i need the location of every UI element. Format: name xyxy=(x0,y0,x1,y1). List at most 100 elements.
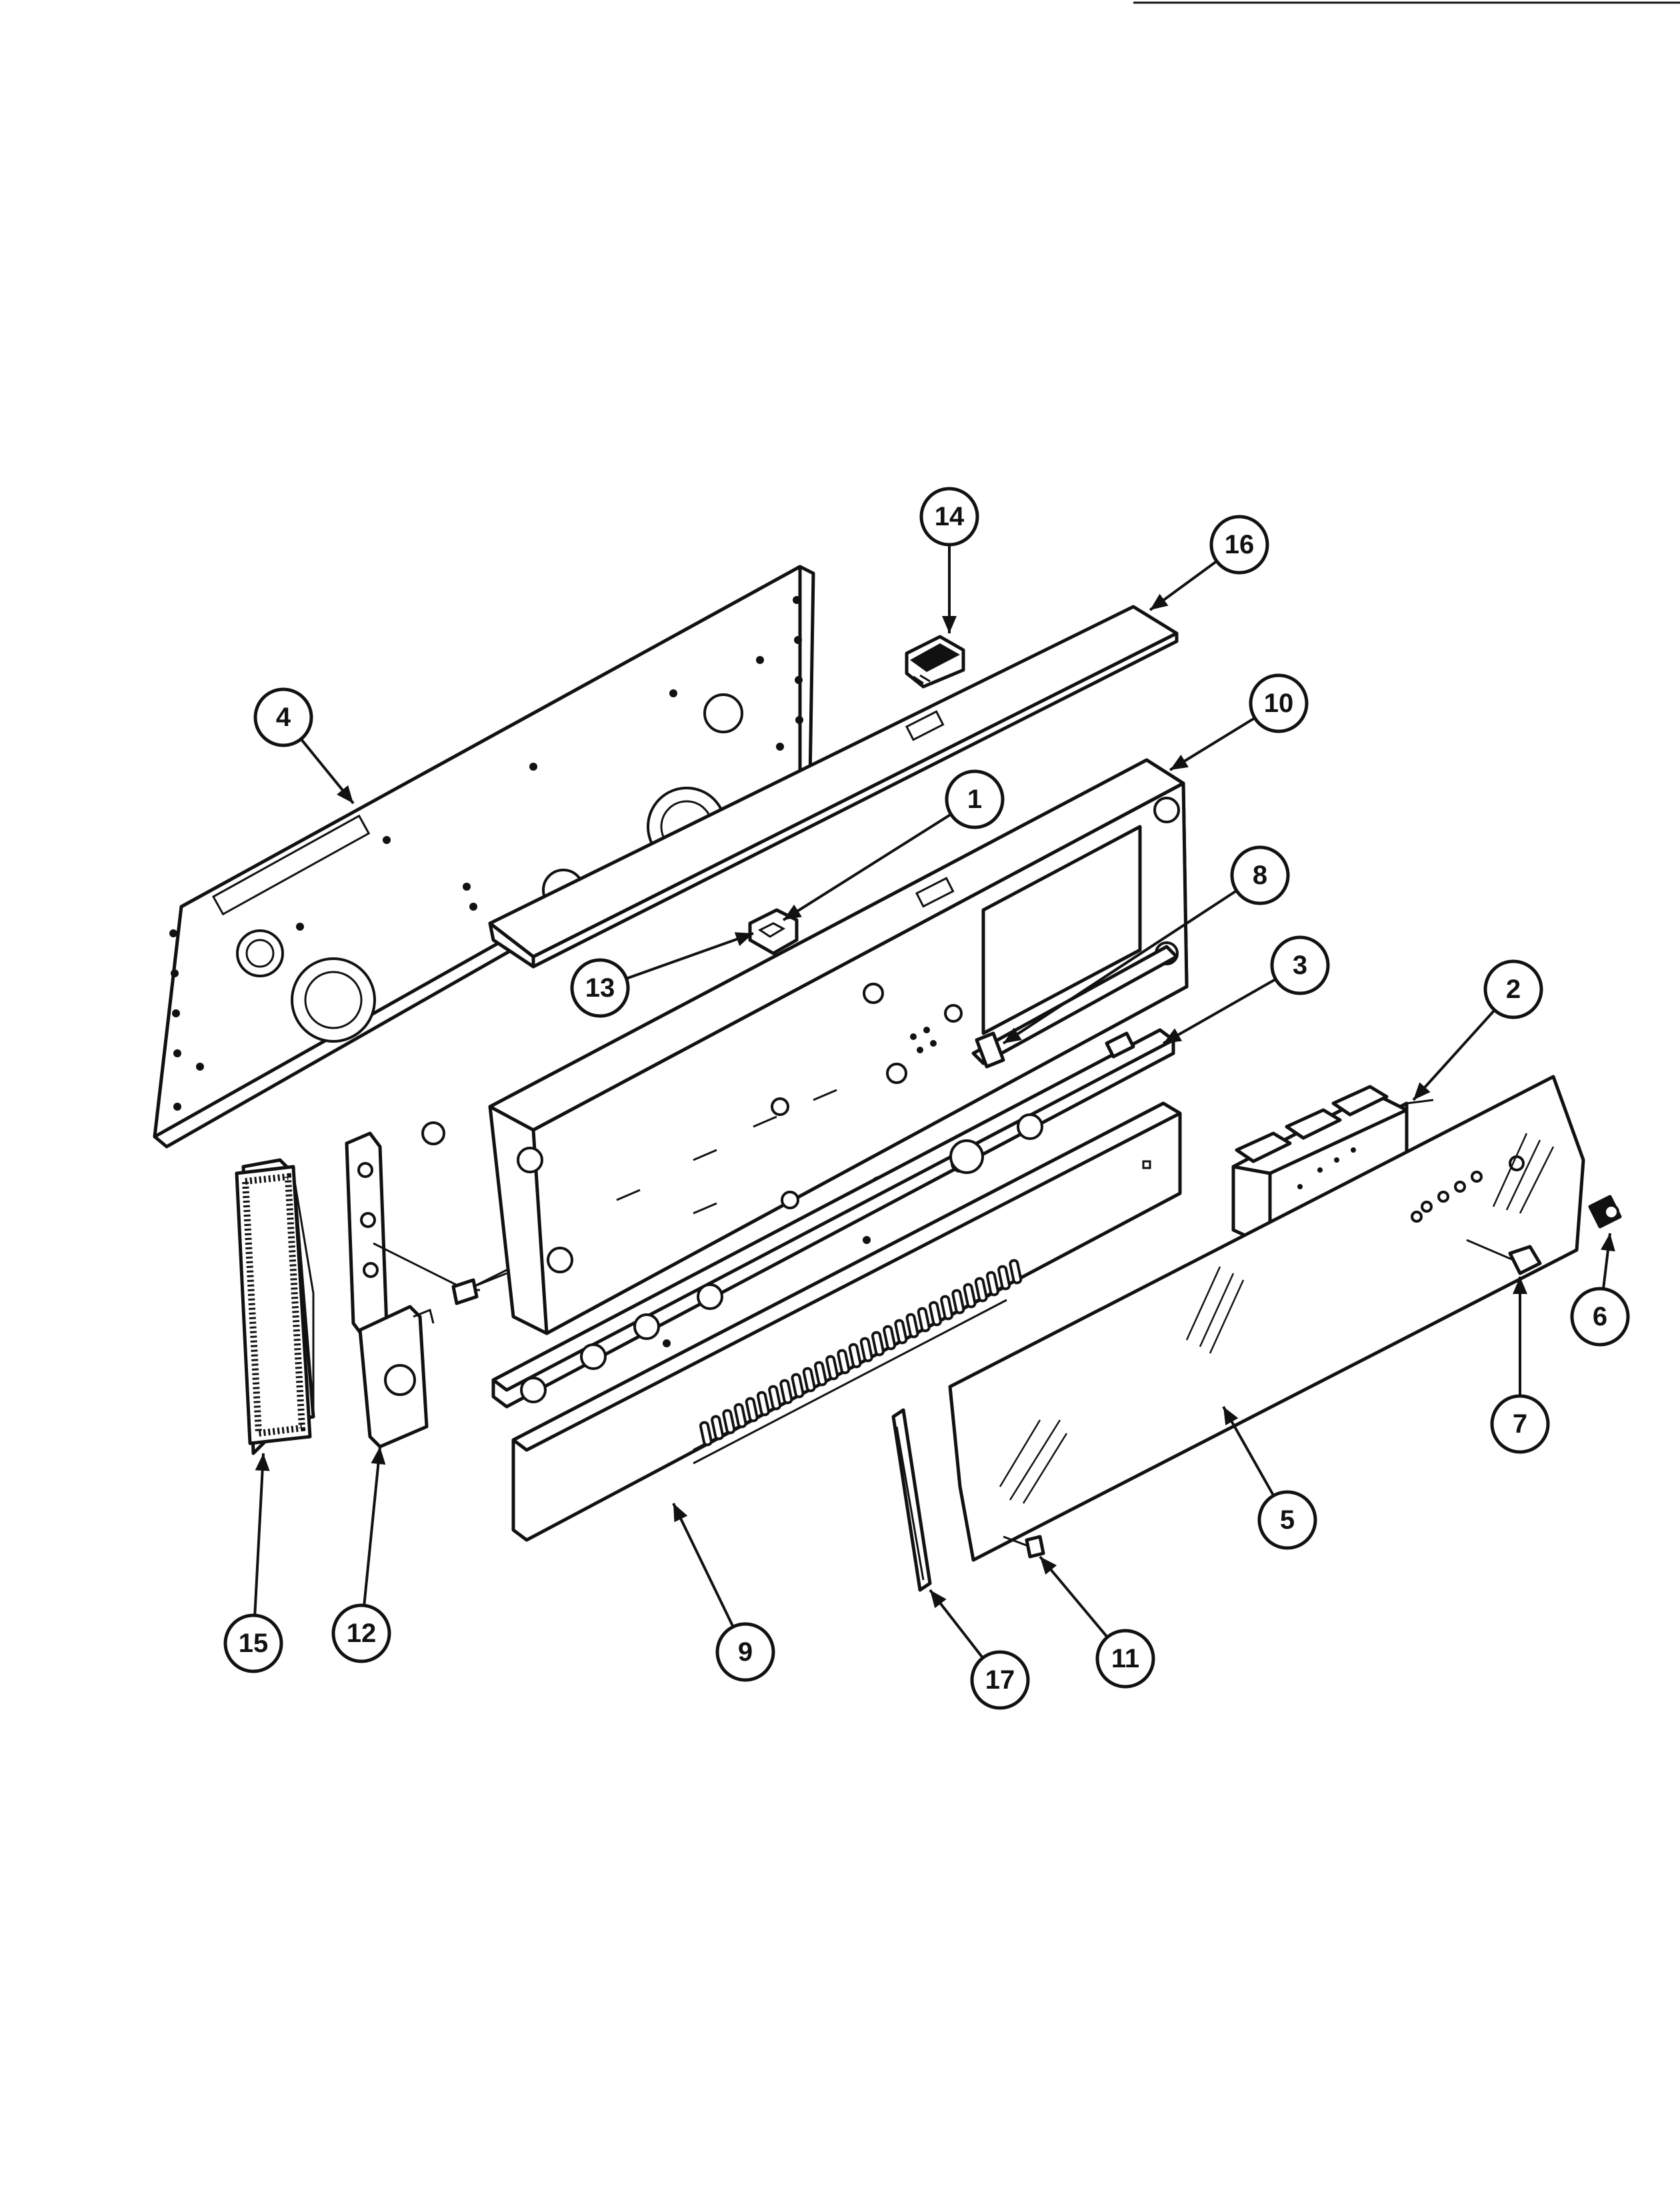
callout-circle-14 xyxy=(919,487,979,547)
leader-line-13 xyxy=(625,932,754,980)
callout-circle-1 xyxy=(945,769,1005,829)
callout-circle-11 xyxy=(1095,1629,1155,1689)
callout-label-15: 15 xyxy=(239,1629,269,1658)
vent-slot xyxy=(940,1295,954,1321)
vent-slot xyxy=(779,1379,793,1405)
leader-line-12 xyxy=(363,1446,381,1606)
callout-label-14: 14 xyxy=(935,502,965,531)
leader-arrowhead-10 xyxy=(1170,755,1189,770)
vent-slot xyxy=(699,1421,713,1447)
leader-arrowhead-14 xyxy=(942,616,957,633)
part-17-trim-strip xyxy=(891,1408,932,1592)
callout-circle-3 xyxy=(1270,935,1330,995)
callout-label-7: 7 xyxy=(1513,1409,1527,1439)
part-5-glass-panel xyxy=(948,1075,1585,1562)
leader-arrowhead-3 xyxy=(1163,1028,1183,1043)
part-12-bracket xyxy=(345,1121,507,1449)
vent-slot xyxy=(894,1319,908,1345)
leader-line-9 xyxy=(672,1503,735,1628)
vent-slot xyxy=(1009,1259,1023,1285)
vent-slot xyxy=(974,1277,988,1303)
callout-label-2: 2 xyxy=(1506,975,1521,1004)
callout-circle-15 xyxy=(223,1613,283,1673)
leader-arrowhead-16 xyxy=(1150,593,1169,610)
part-7-screw xyxy=(1466,1239,1542,1275)
part-10-control-housing xyxy=(488,758,1189,1335)
leader-line-8 xyxy=(1002,889,1237,1045)
callout-circle-5 xyxy=(1257,1490,1317,1550)
callout-label-8: 8 xyxy=(1253,861,1267,890)
leader-line-1 xyxy=(782,813,952,921)
vent-slot xyxy=(791,1373,805,1399)
vent-slot xyxy=(917,1307,931,1333)
callout-label-10: 10 xyxy=(1264,689,1294,718)
vent-slot xyxy=(837,1349,851,1375)
callout-label-4: 4 xyxy=(276,703,291,732)
leader-arrowhead-4 xyxy=(337,785,353,803)
vent-slot xyxy=(859,1337,873,1363)
callout-label-9: 9 xyxy=(738,1637,753,1667)
vent-slot xyxy=(997,1265,1011,1291)
vent-slot xyxy=(848,1343,862,1369)
leader-line-11 xyxy=(1039,1555,1109,1639)
callout-label-11: 11 xyxy=(1111,1644,1139,1673)
callout-circle-6 xyxy=(1570,1287,1630,1347)
leader-arrowhead-1 xyxy=(783,904,802,920)
callout-circle-7 xyxy=(1490,1394,1550,1454)
vent-slot xyxy=(928,1301,942,1327)
vent-slot xyxy=(733,1403,747,1429)
callout-circle-13 xyxy=(570,958,630,1018)
callout-circle-8 xyxy=(1230,845,1290,905)
leader-arrowhead-9 xyxy=(673,1503,688,1523)
vent-slot xyxy=(905,1313,919,1339)
part-15-end-cap xyxy=(235,1158,315,1455)
leader-arrowhead-17 xyxy=(930,1590,947,1609)
callout-circle-10 xyxy=(1249,673,1309,733)
vent-slot xyxy=(883,1325,897,1351)
part-9-vent-slots xyxy=(699,1259,1023,1447)
callout-label-5: 5 xyxy=(1280,1505,1295,1535)
leader-arrowhead-8 xyxy=(1003,1027,1022,1043)
leader-arrowhead-5 xyxy=(1223,1407,1239,1426)
part-14-switch xyxy=(905,635,965,689)
part-6-knob xyxy=(1588,1195,1622,1229)
vent-slot xyxy=(951,1289,965,1315)
callout-label-13: 13 xyxy=(585,973,615,1003)
part-1-switch-bracket xyxy=(748,908,799,955)
leader-line-3 xyxy=(1163,978,1277,1045)
leader-arrowhead-2 xyxy=(1413,1082,1431,1100)
callout-label-6: 6 xyxy=(1593,1302,1607,1331)
vent-slot xyxy=(813,1361,827,1387)
leader-arrowhead-7 xyxy=(1513,1277,1527,1294)
callout-leaders xyxy=(253,545,1615,1659)
callout-label-16: 16 xyxy=(1225,530,1255,559)
vent-slot xyxy=(722,1409,736,1435)
vent-slot xyxy=(711,1415,725,1441)
callout-label-3: 3 xyxy=(1293,951,1307,980)
callout-label-17: 17 xyxy=(985,1665,1015,1695)
part-11-screw xyxy=(1003,1535,1045,1559)
leader-line-15 xyxy=(253,1453,265,1616)
vent-slot xyxy=(871,1331,885,1357)
leader-arrowhead-13 xyxy=(734,932,753,947)
vent-slot xyxy=(745,1397,759,1423)
callout-circle-2 xyxy=(1483,959,1543,1019)
leader-arrowhead-15 xyxy=(255,1453,270,1471)
callout-label-12: 12 xyxy=(347,1619,377,1648)
part-9-vent-panel xyxy=(511,1101,1182,1542)
callout-circle-17 xyxy=(970,1650,1030,1710)
leader-arrowhead-12 xyxy=(371,1447,386,1465)
part-8-rod xyxy=(971,945,1179,1069)
callout-circle-9 xyxy=(715,1622,775,1682)
leader-arrowhead-11 xyxy=(1040,1557,1057,1575)
part-16-top-trim-strip xyxy=(488,605,1179,969)
callout-circle-4 xyxy=(253,687,313,747)
vent-slot xyxy=(802,1367,816,1393)
leader-line-2 xyxy=(1412,1009,1496,1101)
vent-slot xyxy=(756,1391,770,1417)
vent-slot xyxy=(963,1283,977,1309)
part-4-back-panel xyxy=(153,565,815,1149)
leader-arrowhead-6 xyxy=(1600,1233,1615,1252)
